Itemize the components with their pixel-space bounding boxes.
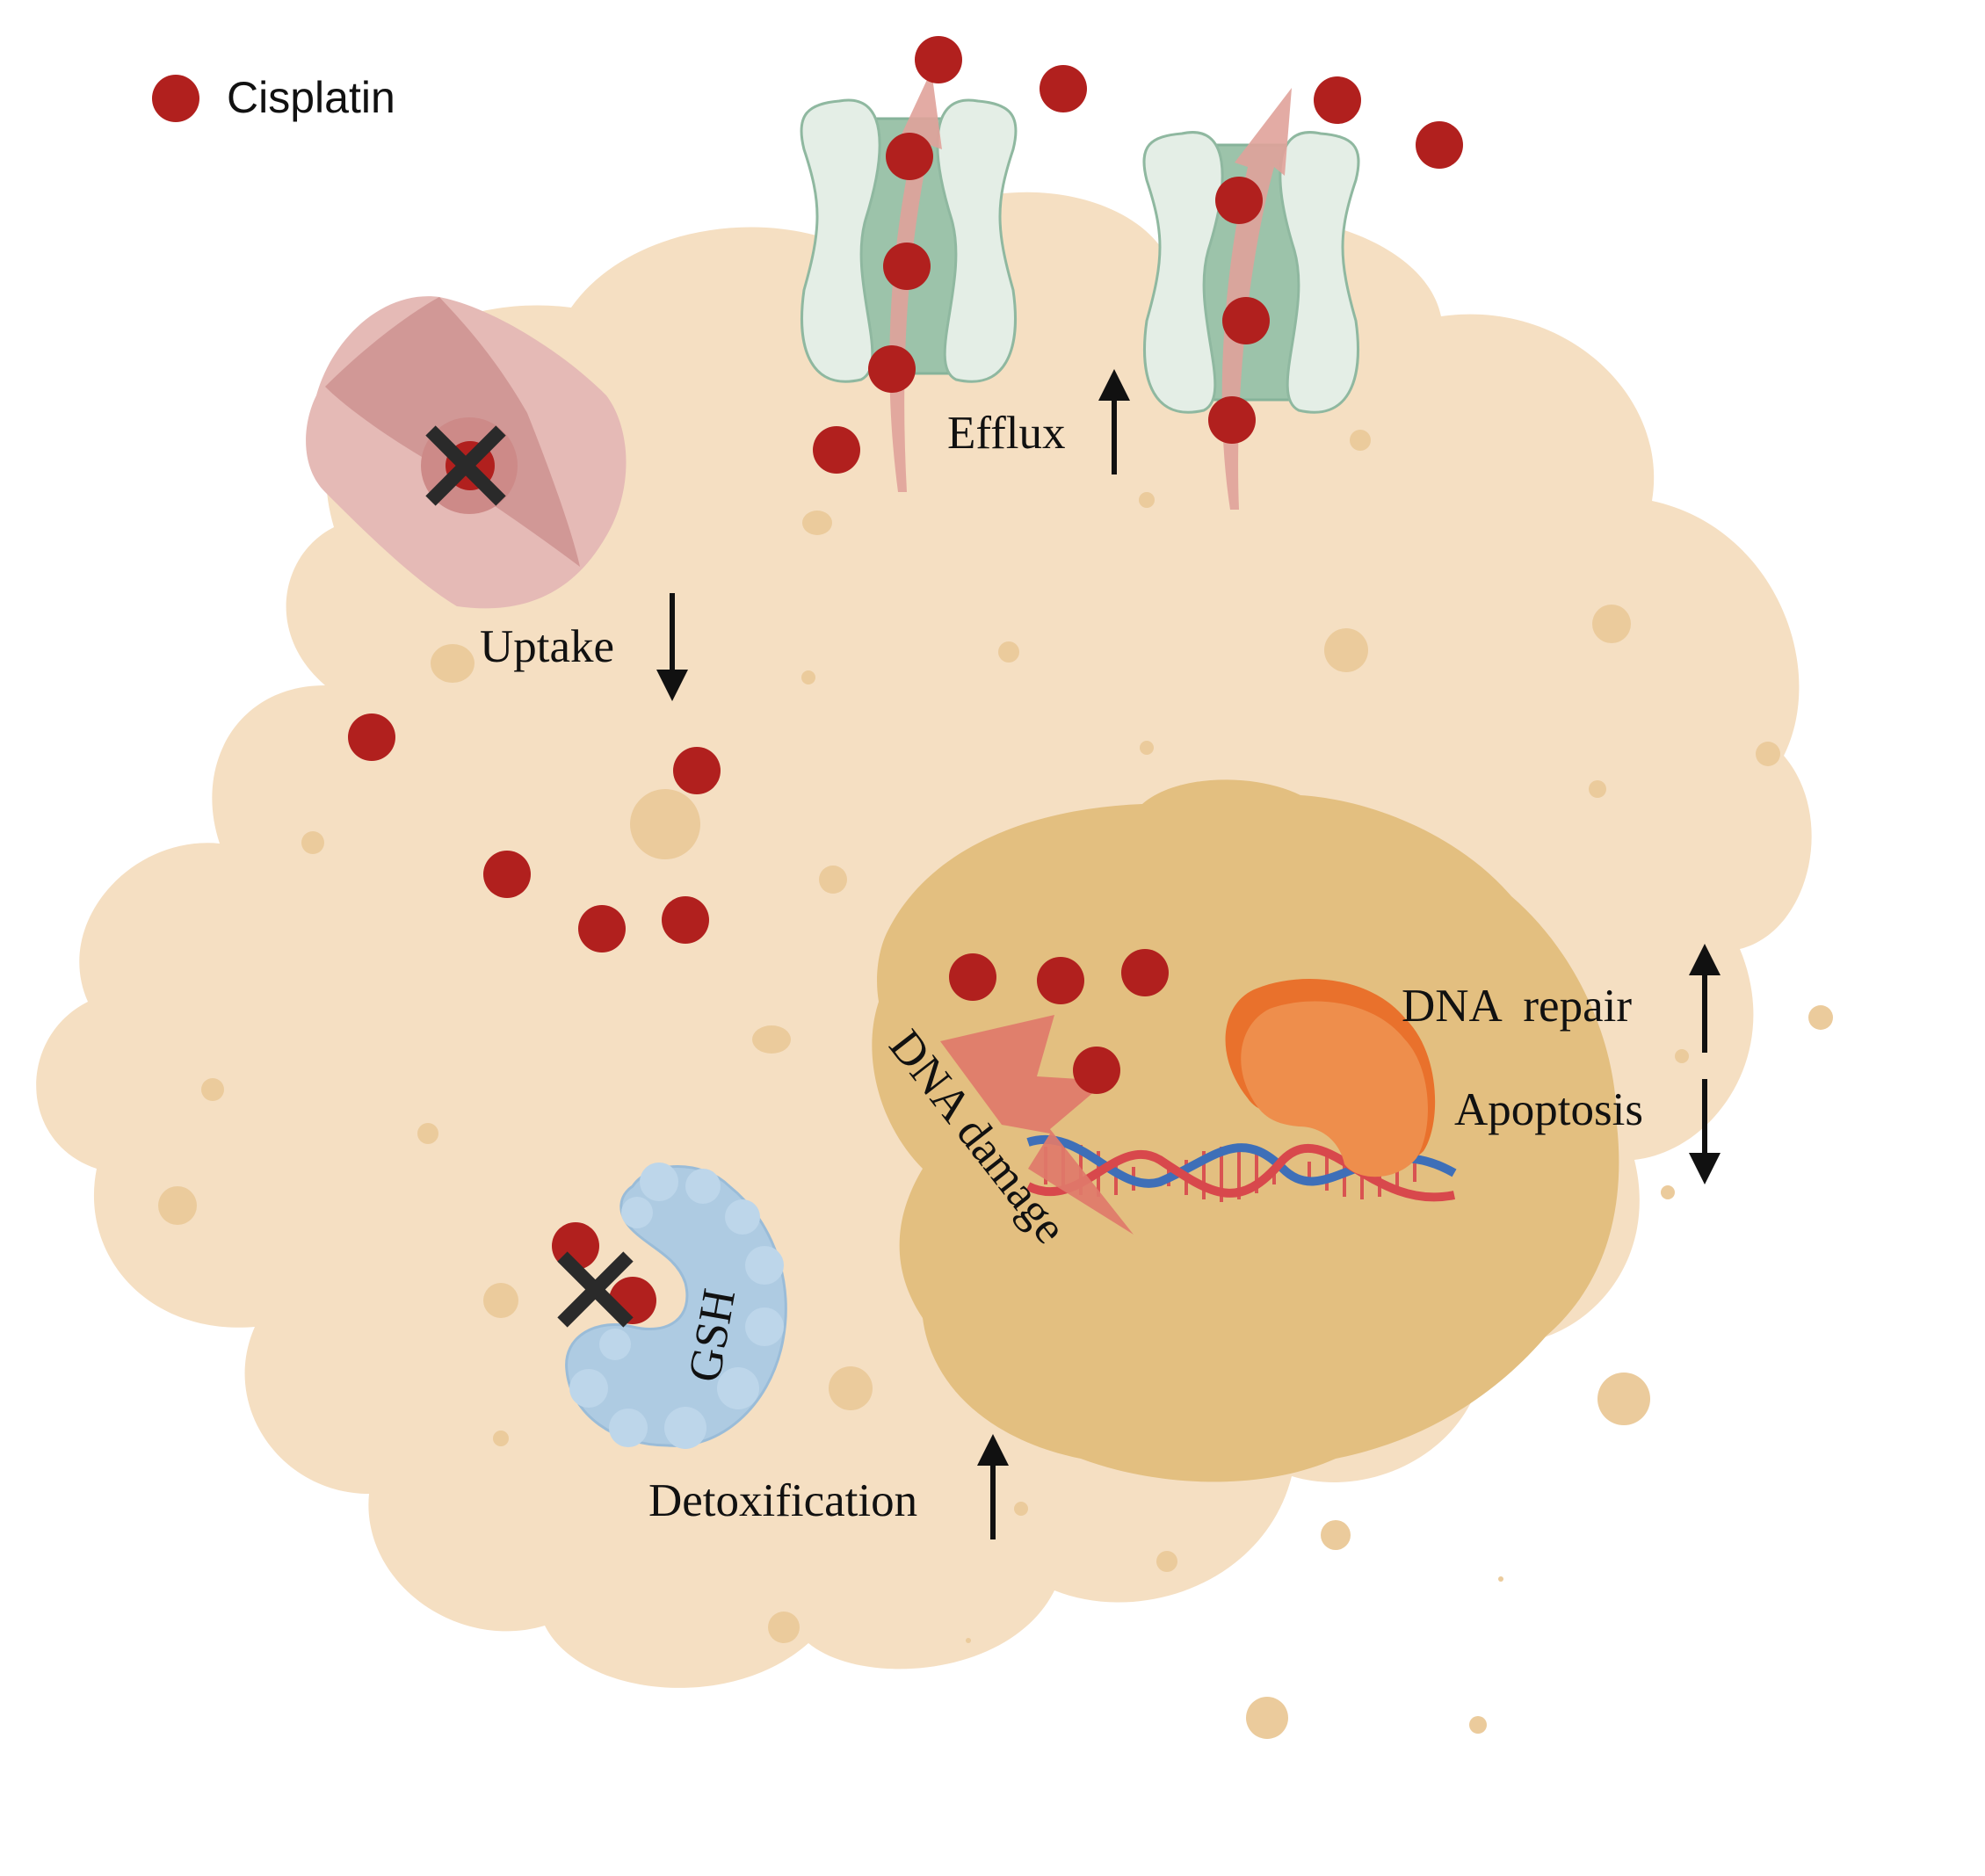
apoptosis-label: Apoptosis (1454, 1084, 1643, 1135)
gsh-icon (565, 1163, 787, 1449)
channel-right-subunit (936, 98, 1018, 383)
cisplatin-dot (949, 953, 996, 1001)
legend-label: Cisplatin (227, 73, 395, 122)
repair-enzyme-icon (1225, 979, 1436, 1177)
cisplatin-dot (348, 713, 395, 761)
cisplatin-dot (1222, 297, 1270, 344)
cisplatin-dot (886, 133, 933, 180)
uptake-label: Uptake (480, 621, 614, 672)
efflux-label: Efflux (947, 408, 1065, 459)
cisplatin-dot (1416, 121, 1463, 169)
lightning-icon (940, 1015, 1134, 1235)
legend-cisplatin-icon (152, 75, 199, 122)
cisplatin-dot (1208, 396, 1256, 444)
cisplatin-dot (1121, 949, 1169, 996)
cisplatin-dot (662, 896, 709, 944)
x-mark-icon (557, 1251, 634, 1328)
cisplatin-dot (883, 243, 931, 290)
cisplatin-dot (1040, 65, 1087, 112)
detoxification-label: Detoxification (648, 1475, 917, 1526)
legend: Cisplatin (152, 73, 395, 122)
channel-right-subunit (1279, 131, 1360, 414)
cisplatin-dot (1215, 177, 1263, 224)
cisplatin-dot (1037, 957, 1084, 1004)
cisplatin-dot (813, 426, 860, 474)
cisplatin-dot (1314, 76, 1361, 124)
cisplatin-dot (868, 345, 916, 393)
cisplatin-dot (915, 36, 962, 83)
cisplatin-dot (578, 905, 626, 952)
dna-repair-label: DNA repair (1402, 981, 1632, 1032)
cytoplasm-granules (158, 430, 1833, 1739)
channel-left-subunit (800, 98, 881, 383)
cisplatin-dot (483, 851, 531, 898)
nucleus (872, 779, 1619, 1482)
cisplatin-dot (673, 747, 721, 794)
cisplatin-dot (1073, 1047, 1120, 1094)
x-mark-icon (425, 425, 506, 506)
